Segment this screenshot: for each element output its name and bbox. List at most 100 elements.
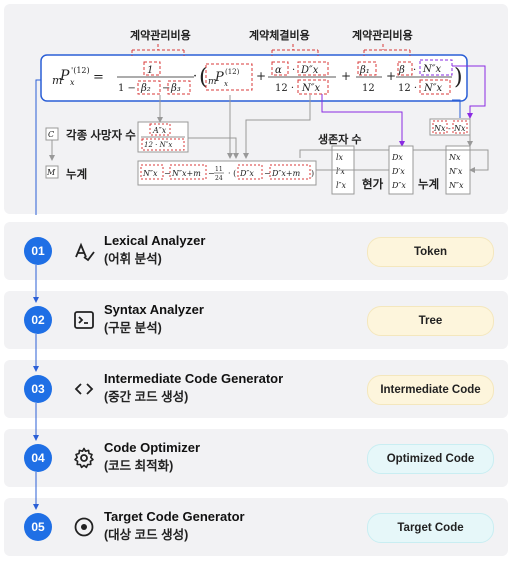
svg-text:12: 12	[362, 83, 375, 94]
terminal-icon	[74, 311, 94, 329]
svg-text:N″x: N″x	[142, 169, 158, 178]
formula-diagram: m P x '(12) = 1 1 − β₂ − β₃ · ( m P x (1…	[35, 44, 489, 215]
svg-text:N″x: N″x	[448, 181, 464, 190]
svg-text:D″x+m: D″x+m	[271, 169, 301, 178]
step-row: 01 Lexical Analyzer (어휘 분석) Token	[4, 222, 508, 280]
cost-label-1: 계약관리비용	[130, 30, 191, 42]
svg-text:−: −	[164, 169, 171, 178]
svg-text:D″x: D″x	[239, 169, 254, 178]
svg-text:Nx: Nx	[433, 124, 446, 133]
svg-text:1 −: 1 −	[118, 83, 136, 94]
svg-text:m: m	[52, 74, 62, 87]
svg-text:): )	[454, 65, 463, 90]
svg-text:β₂: β₂	[140, 83, 151, 94]
svg-text:x: x	[70, 78, 75, 87]
svg-text:P: P	[214, 70, 224, 85]
svg-text:· (: · (	[228, 169, 236, 178]
svg-text:β₃: β₃	[170, 83, 181, 94]
step-number: 05	[24, 513, 52, 541]
svg-text:C: C	[48, 130, 54, 139]
dashed-D	[297, 61, 329, 76]
svg-text:−: −	[264, 169, 271, 178]
svg-text:β: β	[398, 65, 405, 76]
formula-box	[40, 54, 468, 102]
step-row: 02 Syntax Analyzer (구문 분석) Tree	[4, 291, 508, 349]
step-title: Code Optimizer	[104, 440, 201, 455]
svg-text:P: P	[59, 68, 70, 84]
cost-bracket-2	[271, 44, 319, 56]
svg-text:l″x: l″x	[336, 181, 347, 190]
svg-text:Nx: Nx	[448, 153, 461, 162]
svg-text:M: M	[46, 168, 56, 177]
step-subtitle: (대상 코드 생성)	[104, 528, 189, 542]
step-row: 04 Code Optimizer (코드 최적화) Optimized Cod…	[4, 429, 508, 487]
present-value-label: 현가	[362, 179, 384, 191]
step-number: 04	[24, 444, 52, 472]
svg-text:l′x: l′x	[336, 167, 345, 176]
svg-text:Dx: Dx	[391, 153, 403, 162]
dashed-N3	[419, 59, 453, 76]
step-row: 05 Target Code Generator (대상 코드 생성) Targ…	[4, 498, 508, 556]
svg-text:N′x: N′x	[448, 167, 463, 176]
step-number: 02	[24, 306, 52, 334]
step-number: 03	[24, 375, 52, 403]
svg-text:−: −	[162, 83, 170, 94]
step-title: Lexical Analyzer	[104, 233, 206, 248]
cumulative-label: 누계	[66, 169, 88, 181]
dashed-N-star	[297, 79, 329, 95]
dashed-premium	[205, 63, 253, 91]
svg-text:(12): (12)	[225, 68, 240, 76]
svg-text:A″x: A″x	[152, 126, 167, 135]
dashed-beta3	[167, 80, 191, 95]
svg-text:·: ·	[193, 69, 197, 84]
cost-label-2: 계약체결비용	[249, 30, 310, 42]
svg-text:24: 24	[215, 175, 223, 182]
dashed-alpha	[271, 61, 289, 76]
survivors-label: 생존자 수	[318, 134, 362, 146]
svg-text:−: −	[208, 169, 215, 178]
svg-text:1: 1	[147, 65, 153, 76]
flow-line	[35, 79, 41, 215]
svg-text:N″x: N″x	[423, 83, 442, 94]
code-brackets-icon	[74, 383, 94, 395]
svg-text:'(12): '(12)	[71, 66, 90, 75]
step-number: 01	[24, 237, 52, 265]
svg-text:D′x: D′x	[391, 167, 405, 176]
gear-icon	[74, 447, 94, 469]
svg-text:+: +	[256, 69, 266, 83]
cost-label-3: 계약관리비용	[352, 30, 413, 42]
step-title: Target Code Generator	[104, 509, 245, 524]
output-badge: Tree	[367, 306, 494, 336]
svg-text:m: m	[208, 77, 217, 87]
step-row: 03 Intermediate Code Generator (중간 코드 생성…	[4, 360, 508, 418]
svg-text:β₁: β₁	[359, 65, 370, 76]
svg-text:D″x: D″x	[300, 65, 319, 76]
svg-text:12 · N″x: 12 · N″x	[144, 141, 172, 149]
svg-text:N″x: N″x	[422, 64, 441, 75]
step-subtitle: (코드 최적화)	[104, 459, 174, 473]
svg-text:D″x: D″x	[391, 181, 406, 190]
svg-text:+: +	[341, 69, 351, 83]
svg-text:x: x	[224, 80, 228, 88]
step-title: Syntax Analyzer	[104, 302, 204, 317]
step-subtitle: (중간 코드 생성)	[104, 390, 189, 404]
svg-text:·: ·	[292, 65, 295, 76]
dashed-beta-num	[143, 61, 161, 76]
svg-text:): )	[311, 169, 314, 178]
deaths-label: 각종 사망자 수	[66, 130, 136, 142]
output-badge: Intermediate Code	[367, 375, 494, 405]
step-title: Intermediate Code Generator	[104, 371, 284, 386]
dashed-beta3-b	[397, 61, 413, 76]
output-badge: Target Code	[367, 513, 494, 543]
svg-text:(: (	[199, 65, 208, 90]
output-badge: Token	[367, 237, 494, 267]
spell-check-icon	[75, 242, 95, 262]
step-subtitle: (구문 분석)	[104, 321, 162, 335]
svg-text:N″x+m: N″x+m	[171, 169, 201, 178]
dashed-beta1	[357, 61, 377, 76]
cost-bracket-1	[131, 44, 185, 56]
svg-text:-: -	[448, 124, 451, 133]
step-subtitle: (어휘 분석)	[104, 252, 162, 266]
svg-text:α: α	[275, 65, 282, 76]
cumulative-label-2: 누계	[418, 179, 440, 191]
